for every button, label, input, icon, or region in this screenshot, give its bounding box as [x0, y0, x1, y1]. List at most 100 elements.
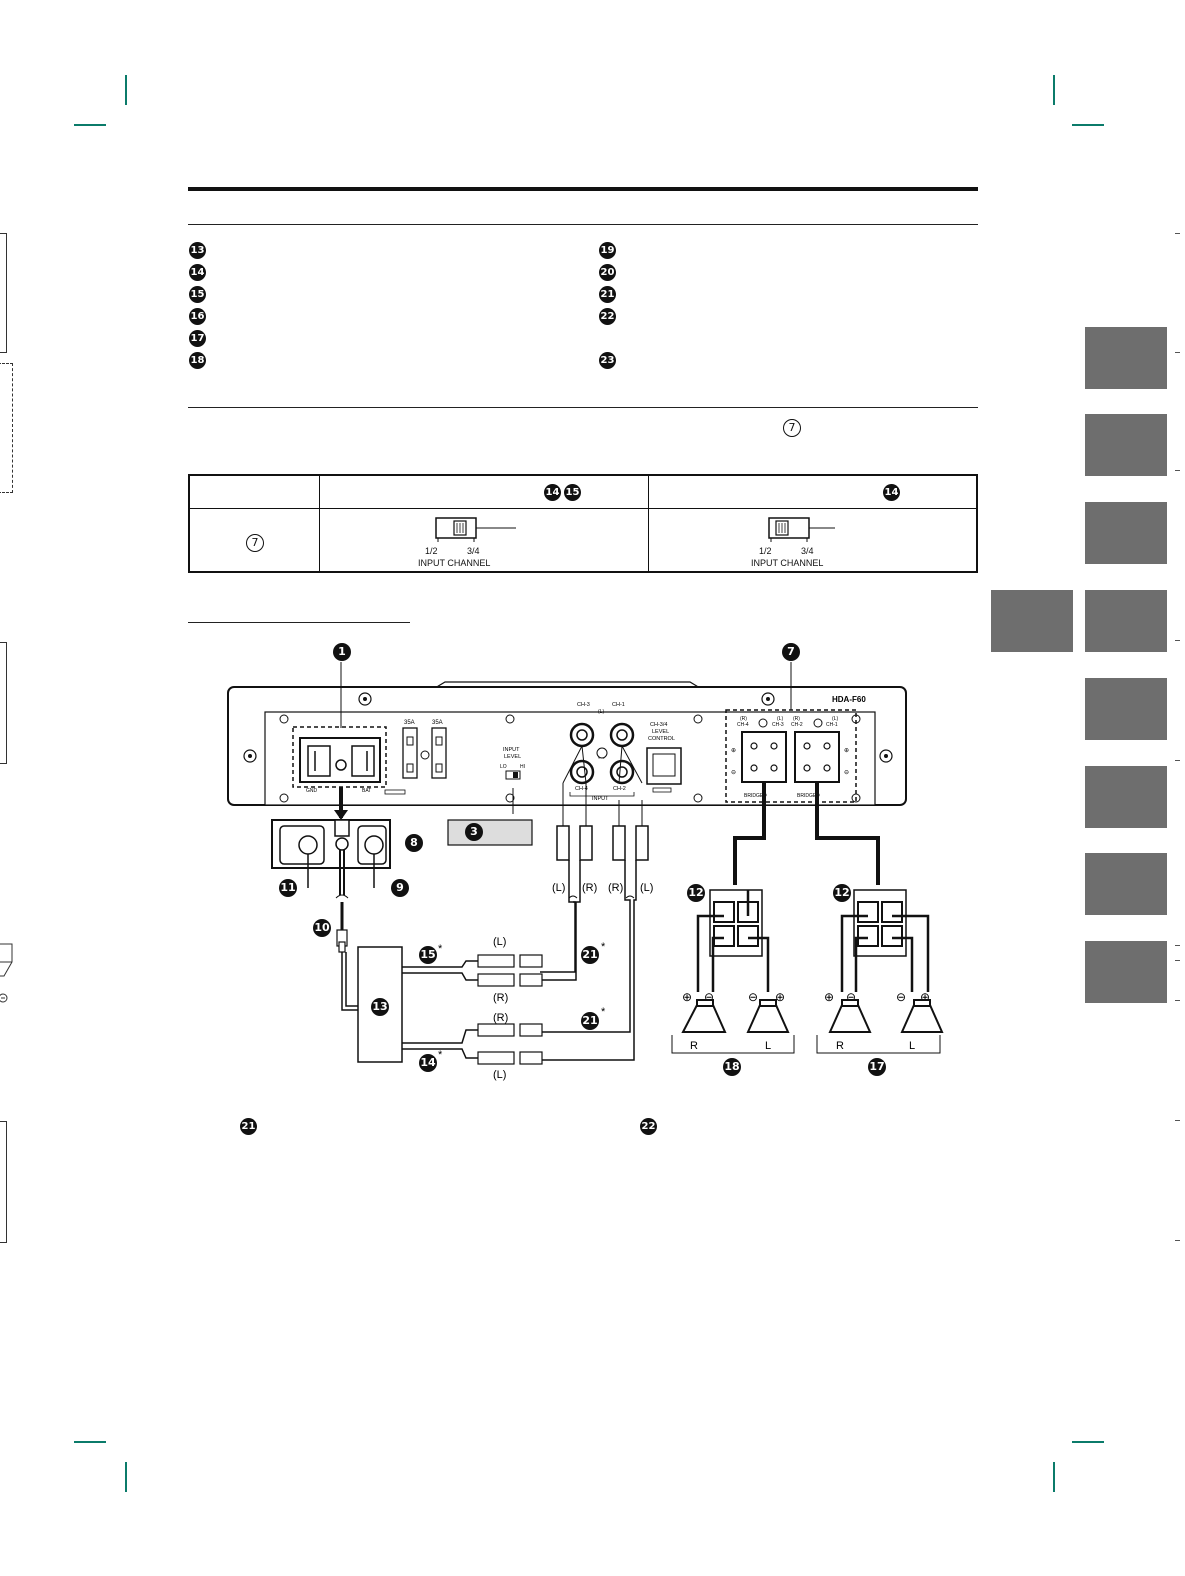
- wiring-diagram: HDA-F60 GND BAT 35A 35A INPUT LEVEL LO H…: [227, 662, 944, 1081]
- edge-tick: [1175, 1120, 1180, 1121]
- svg-text:(R): (R): [740, 716, 747, 722]
- svg-text:(R): (R): [493, 1012, 508, 1024]
- svg-text:R: R: [690, 1040, 698, 1052]
- svg-text:⊕: ⊕: [844, 748, 849, 754]
- svg-text:LEVEL: LEVEL: [504, 754, 521, 760]
- list-badge: 13: [189, 242, 206, 259]
- side-tab[interactable]: [1085, 590, 1167, 652]
- table-cell: 1/2 3/4 INPUT CHANNEL: [648, 507, 978, 573]
- table-ref-badge: 14: [883, 484, 900, 501]
- svg-text:⊖: ⊖: [748, 990, 758, 1004]
- edge-tick: [1175, 352, 1180, 353]
- svg-text:CH-2: CH-2: [791, 722, 803, 728]
- callout-badge: 7: [782, 643, 800, 661]
- input-channel-switch-icon: [435, 516, 516, 542]
- svg-text:⊖: ⊖: [846, 990, 856, 1004]
- callout-badge: 12: [833, 884, 851, 902]
- footnote-badge: 21: [240, 1118, 257, 1135]
- svg-text:*: *: [438, 1049, 443, 1061]
- svg-text:CH-2: CH-2: [613, 786, 626, 792]
- crop-mark: [1053, 1462, 1055, 1492]
- edge-tick: [1175, 760, 1180, 761]
- svg-text:⊕: ⊕: [775, 990, 785, 1004]
- svg-text:INPUT: INPUT: [592, 796, 609, 802]
- svg-text:HI: HI: [520, 764, 525, 770]
- callout-badge: 8: [405, 834, 423, 852]
- svg-text:(L): (L): [552, 882, 565, 894]
- side-tab-active[interactable]: [991, 590, 1073, 652]
- edge-tick: [1175, 233, 1180, 234]
- svg-text:CH-1: CH-1: [612, 702, 625, 708]
- svg-text:⊕: ⊕: [682, 990, 692, 1004]
- side-tab[interactable]: [1085, 941, 1167, 1003]
- list-badge: 14: [189, 264, 206, 281]
- svg-text:BRIDGED: BRIDGED: [744, 793, 767, 799]
- table-ref-badge: 14: [544, 484, 561, 501]
- svg-text:(L): (L): [598, 709, 604, 715]
- list-badge: 17: [189, 330, 206, 347]
- switch-caption: INPUT CHANNEL: [751, 557, 824, 568]
- side-tab[interactable]: [1085, 327, 1167, 389]
- callout-badge: 18: [723, 1058, 741, 1076]
- list-badge: 22: [599, 308, 616, 325]
- side-tab[interactable]: [1085, 853, 1167, 915]
- crop-mark: [1053, 75, 1055, 105]
- svg-text:⊕: ⊕: [920, 990, 930, 1004]
- switch-table: 14 15 14 7 1/2 3/4 INPUT CHANNEL: [188, 474, 978, 573]
- side-tab[interactable]: [1085, 678, 1167, 740]
- list-badge: 20: [599, 264, 616, 281]
- list-badge: 19: [599, 242, 616, 259]
- switch-label-left: 1/2: [425, 545, 438, 556]
- side-tab[interactable]: [1085, 766, 1167, 828]
- edge-frame: [0, 233, 7, 353]
- svg-text:(R): (R): [793, 716, 800, 722]
- svg-text:⊖: ⊖: [844, 770, 849, 776]
- side-tab[interactable]: [1085, 502, 1167, 564]
- svg-text:(R): (R): [582, 882, 597, 894]
- svg-text:⊖: ⊖: [731, 770, 736, 776]
- callout-badge: 9: [391, 879, 409, 897]
- list-badge: 21: [599, 286, 616, 303]
- callout-badge: 3: [465, 823, 483, 841]
- section-rule: [188, 187, 978, 191]
- svg-text:35A: 35A: [432, 720, 443, 726]
- svg-text:*: *: [601, 1006, 606, 1018]
- svg-text:35A: 35A: [404, 720, 415, 726]
- list-badge: 15: [189, 286, 206, 303]
- svg-text:⊕: ⊕: [824, 990, 834, 1004]
- svg-text:CH-1: CH-1: [826, 722, 838, 728]
- crop-mark: [74, 124, 106, 126]
- svg-text:(L): (L): [493, 1069, 506, 1081]
- svg-text:⊖: ⊖: [704, 990, 714, 1004]
- switch-label-right: 3/4: [801, 545, 814, 556]
- list-badge: 16: [189, 308, 206, 325]
- input-channel-switch-icon: [768, 516, 835, 542]
- callout-badge: 13: [371, 998, 389, 1016]
- svg-text:CH-3: CH-3: [577, 702, 590, 708]
- table-ref-badge: 15: [564, 484, 581, 501]
- svg-text:(L): (L): [640, 882, 653, 894]
- svg-text:BAT: BAT: [362, 788, 371, 794]
- table-header-cell: 14: [648, 474, 978, 509]
- side-tab[interactable]: [1085, 414, 1167, 476]
- svg-text:(L): (L): [493, 936, 506, 948]
- crop-mark: [125, 1462, 127, 1492]
- crop-mark: [74, 1441, 106, 1443]
- section-rule: [188, 407, 978, 408]
- svg-text:CH-3/4: CH-3/4: [650, 722, 667, 728]
- svg-text:*: *: [601, 941, 606, 953]
- switch-label-left: 1/2: [759, 545, 772, 556]
- svg-text:(R): (R): [493, 992, 508, 1004]
- svg-text:LEVEL: LEVEL: [652, 729, 669, 735]
- callout-badge: 21: [581, 946, 599, 964]
- edge-tick: [1175, 1000, 1180, 1001]
- svg-text:GND: GND: [306, 788, 318, 794]
- table-header-cell: [188, 474, 320, 509]
- ref-circle: 7: [246, 533, 264, 552]
- svg-text:CONTROL: CONTROL: [648, 736, 675, 742]
- callout-badge: 12: [687, 884, 705, 902]
- svg-text:*: *: [438, 943, 443, 955]
- svg-text:R: R: [836, 1040, 844, 1052]
- crop-mark: [1072, 124, 1104, 126]
- svg-text:⊖: ⊖: [896, 990, 906, 1004]
